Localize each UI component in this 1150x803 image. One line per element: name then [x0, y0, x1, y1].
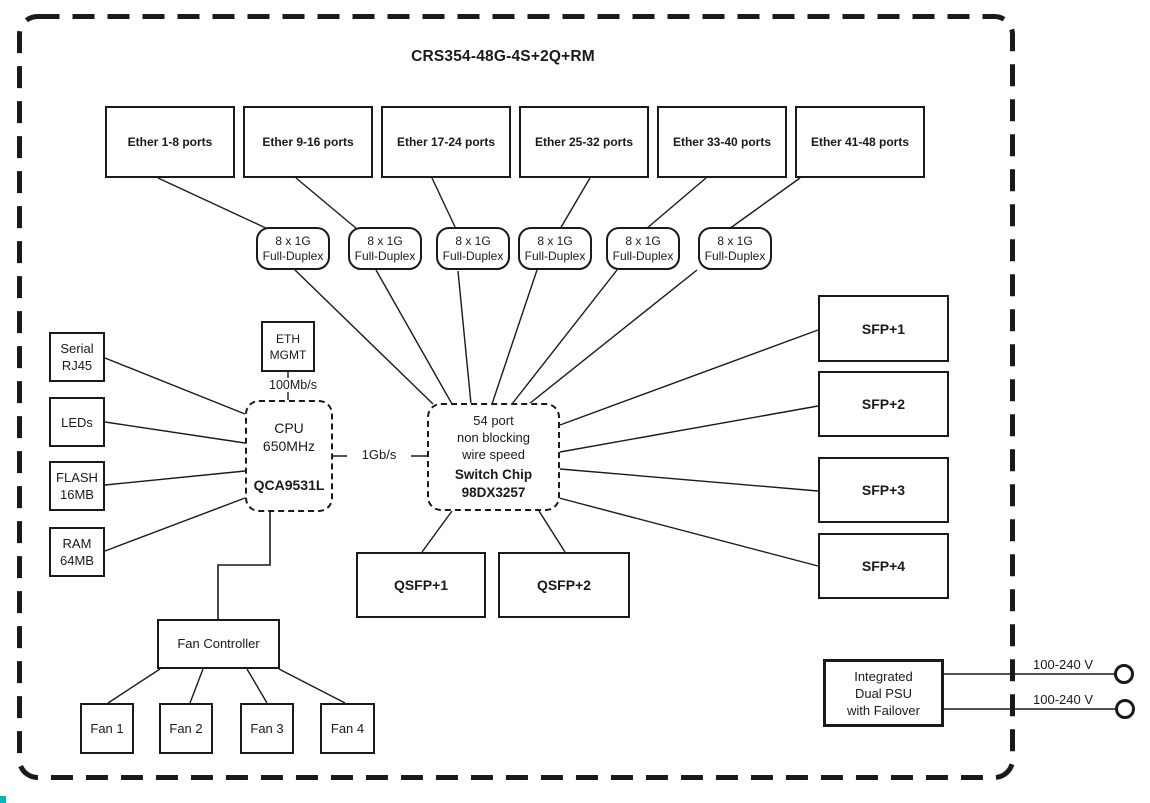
- cpu-switch-speed-label: 1Gb/s: [347, 448, 411, 462]
- sfp2-port-box: SFP+2: [818, 371, 949, 437]
- ram-box: RAM 64MB: [49, 527, 105, 577]
- phy-link-pill-2: 8 x 1G Full-Duplex: [348, 227, 422, 270]
- ether-33-40-ports-box: Ether 33-40 ports: [657, 106, 787, 178]
- phy-link-pill-6: 8 x 1G Full-Duplex: [698, 227, 772, 270]
- power-inlet-2-icon: [1115, 699, 1135, 719]
- phy-link-pill-4: 8 x 1G Full-Duplex: [518, 227, 592, 270]
- ether-41-48-ports-box: Ether 41-48 ports: [795, 106, 925, 178]
- chassis-enclosure-border: [17, 14, 1015, 780]
- ether-to-phy-links: [157, 177, 801, 230]
- power-inlet-1-icon: [1114, 664, 1134, 684]
- cpu-box: CPU 650MHz QCA9531L: [245, 400, 333, 512]
- sfp3-port-box: SFP+3: [818, 457, 949, 523]
- eth-mgmt-port-box: ETH MGMT: [261, 321, 315, 372]
- ether-1-8-ports-box: Ether 1-8 ports: [105, 106, 235, 178]
- qsfp1-port-box: QSFP+1: [356, 552, 486, 618]
- sfp4-port-box: SFP+4: [818, 533, 949, 599]
- fan-controller-box: Fan Controller: [157, 619, 280, 669]
- ether-17-24-ports-box: Ether 17-24 ports: [381, 106, 511, 178]
- sfp1-port-box: SFP+1: [818, 295, 949, 362]
- cpu-model-label: QCA9531L: [253, 477, 325, 493]
- phy-to-switch-links: [294, 269, 698, 405]
- fan2-box: Fan 2: [159, 703, 213, 754]
- psu-input1-voltage-label: 100-240 V: [1033, 657, 1093, 672]
- switch-chip-box: 54 port non blocking wire speed Switch C…: [427, 403, 560, 511]
- phy-link-pill-3: 8 x 1G Full-Duplex: [436, 227, 510, 270]
- serial-rj45-box: Serial RJ45: [49, 332, 105, 382]
- ether-25-32-ports-box: Ether 25-32 ports: [519, 106, 649, 178]
- switch-to-sfp-links: [558, 329, 819, 567]
- diagram-title: CRS354-48G-4S+2Q+RM: [411, 48, 595, 65]
- cpu-to-fan-controller-link: [217, 512, 271, 619]
- leds-box: LEDs: [49, 397, 105, 447]
- fan3-box: Fan 3: [240, 703, 294, 754]
- corner-artifact: [0, 796, 6, 803]
- phy-link-pill-5: 8 x 1G Full-Duplex: [606, 227, 680, 270]
- fan1-box: Fan 1: [80, 703, 134, 754]
- flash-box: FLASH 16MB: [49, 461, 105, 511]
- ether-9-16-ports-box: Ether 9-16 ports: [243, 106, 373, 178]
- eth-mgmt-speed-label: 100Mb/s: [256, 378, 330, 392]
- psu-input-links: [944, 673, 1115, 710]
- switch-to-qsfp-links: [421, 510, 566, 553]
- psu-box: Integrated Dual PSU with Failover: [823, 659, 944, 727]
- fan-controller-to-fan-links: [107, 668, 346, 704]
- fan4-box: Fan 4: [320, 703, 375, 754]
- phy-link-pill-1: 8 x 1G Full-Duplex: [256, 227, 330, 270]
- psu-input2-voltage-label: 100-240 V: [1033, 692, 1093, 707]
- qsfp2-port-box: QSFP+2: [498, 552, 630, 618]
